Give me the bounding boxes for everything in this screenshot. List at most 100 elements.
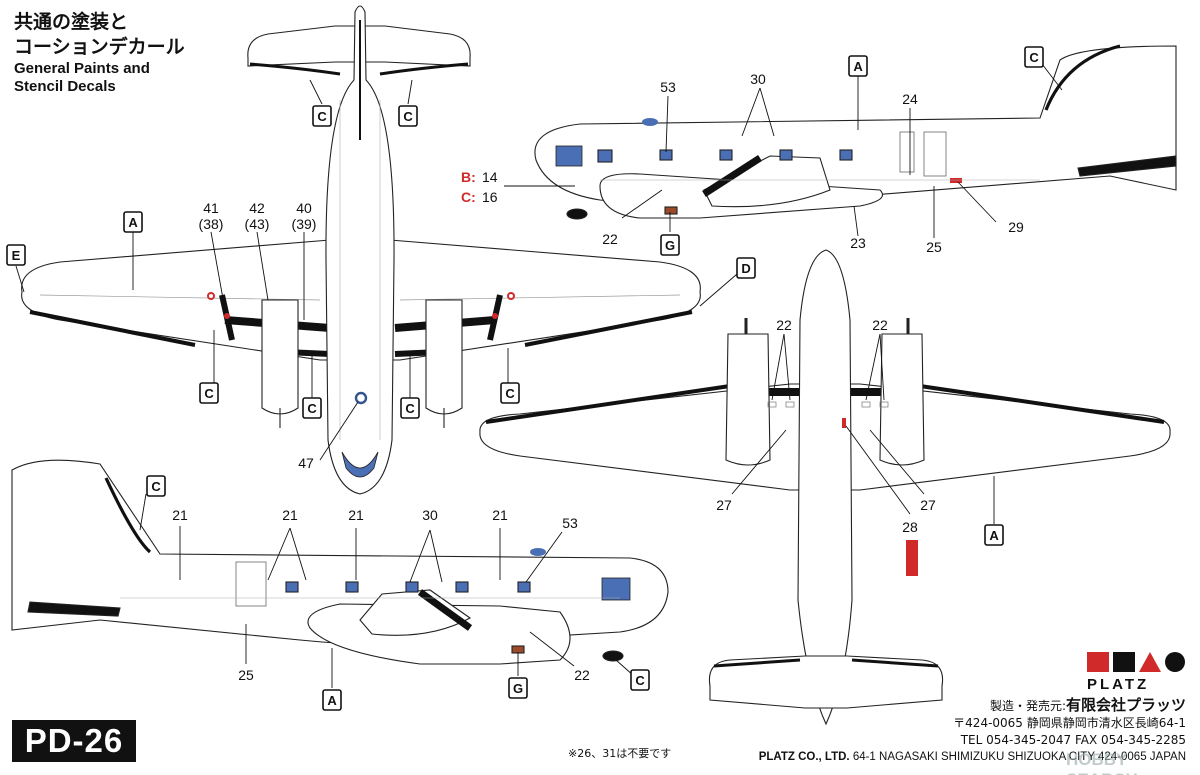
svg-text:C: C [403,109,413,124]
legend-c-label: C: [461,189,476,205]
maker-address-en: 64-1 NAGASAKI SHIMIZUKU SHIZUOKA CITY 42… [852,751,1186,763]
top-view-nacelle-right [425,299,463,415]
svg-text:A: A [989,528,999,543]
callout-bv-22-right: 22 [872,317,888,333]
title-japanese: 共通の塗装と コーションデカール [14,10,185,60]
callout-top-c-tail-left: C [312,105,332,127]
callout-top-c-tail-right: C [398,105,418,127]
callout-rp-22: 22 [602,231,618,247]
callout-lp-21b: 21 [282,507,298,523]
callout-top-e-tip: E [6,244,26,266]
callout-lp-25: 25 [238,667,254,683]
left-profile-leaders [139,493,635,688]
callout-lp-21c: 21 [348,507,364,523]
right-profile-leaders [504,63,1063,238]
callout-top-38: (38) [199,216,224,232]
callout-bv-27-left: 27 [716,497,732,513]
watermark: HOBBY SEARCH [1066,750,1138,775]
bottom-view-nacelle-right [879,333,925,466]
svg-text:C: C [317,109,327,124]
callout-lp-53: 53 [562,515,578,531]
maker-english-line: PLATZ CO., LTD. 64-1 NAGASAKI SHIMIZUKU … [759,749,1186,766]
svg-text:G: G [665,238,675,253]
callout-lp-c-gear: C [630,669,650,691]
callout-top-43: (43) [245,216,270,232]
callout-lp-21a: 21 [172,507,188,523]
callout-top-c-nacelle-r1: C [400,397,420,419]
callout-top-39: (39) [292,216,317,232]
title-en-line1: General Paints and [14,60,150,77]
bottom-view-leaders [731,333,995,524]
callout-lp-22: 22 [574,667,590,683]
callout-top-47: 47 [298,455,314,471]
legend-b-value: 14 [482,169,498,185]
footnote: ※26、31は不要です [568,747,672,760]
svg-text:A: A [128,215,138,230]
maker-company-en: PLATZ CO., LTD. [758,751,850,763]
callout-top-c-nacelle-r2: C [500,382,520,404]
callout-top-41: 41 [203,200,219,216]
callout-top-a-wing: A [123,211,143,233]
callout-top-d-wing: D [736,257,756,279]
callout-bv-22-left: 22 [776,317,792,333]
callout-top-42: 42 [249,200,265,216]
callout-lp-a: A [322,689,342,711]
svg-text:E: E [12,248,21,263]
top-view-nacelle-left [261,299,299,415]
callout-top-40: 40 [296,200,312,216]
maker-label: 製造・発売元: [989,699,1066,713]
bottom-view-tailplane [708,655,944,709]
title-jp-line2: コーションデカール [14,36,185,58]
svg-text:C: C [1029,50,1039,65]
svg-text:C: C [307,401,317,416]
callout-rp-29: 29 [1008,219,1024,235]
bottom-view-nacelle-left [725,333,771,466]
bottom-view-fuselage [797,249,853,726]
top-view-aircraft [21,5,701,495]
callout-top-c-nacelle-l1: C [199,382,219,404]
svg-text:C: C [405,401,415,416]
maker-name-line: 製造・発売元:有限会社プラッツ [759,697,1186,715]
right-profile-aircraft [534,44,1177,220]
callout-rp-53: 53 [660,79,676,95]
callout-top-c-nacelle-l2: C [302,397,322,419]
maker-tel: TEL 054-345-2047 FAX 054-345-2285 [960,733,1186,747]
legend-c-value: 16 [482,189,498,205]
callout-lp-30: 30 [422,507,438,523]
maker-info: 製造・発売元:有限会社プラッツ 〒424-0065 静岡県静岡市清水区長崎64-… [759,697,1186,766]
title-en-line2: Stencil Decals [14,78,116,95]
top-view-fuselage [325,5,395,495]
top-view-leaders [15,79,745,461]
svg-text:A: A [853,59,863,74]
platz-brand-text: PLATZ [1087,676,1150,693]
svg-text:C: C [204,386,214,401]
callout-rp-23: 23 [850,235,866,251]
callout-bv-a: A [984,524,1004,546]
callout-lp-g: G [508,677,528,699]
callout-rp-c-tail: C [1024,46,1044,68]
bottom-view-aircraft [479,249,1171,726]
maker-name: 有限会社プラッツ [1065,696,1186,714]
svg-text:C: C [151,479,161,494]
callout-rp-30: 30 [750,71,766,87]
callout-rp-g: G [660,234,680,256]
svg-text:D: D [741,261,750,276]
svg-text:A: A [327,693,337,708]
title-english: General Paints and Stencil Decals [14,60,150,96]
callout-rp-a: A [848,55,868,77]
callout-bv-28: 28 [902,519,918,535]
maker-address: 〒424-0065 静岡県静岡市清水区長崎64-1 [953,716,1186,730]
callout-rp-24: 24 [902,91,918,107]
legend-b-label: B: [461,169,476,185]
platz-logo-icon [1087,652,1185,672]
callout-rp-25: 25 [926,239,942,255]
svg-text:C: C [635,673,645,688]
left-profile-aircraft [11,459,669,665]
callout-lp-21d: 21 [492,507,508,523]
callout-lp-c-tail: C [146,475,166,497]
svg-text:G: G [513,681,523,696]
svg-text:C: C [505,386,515,401]
callout-bv-27-right: 27 [920,497,936,513]
